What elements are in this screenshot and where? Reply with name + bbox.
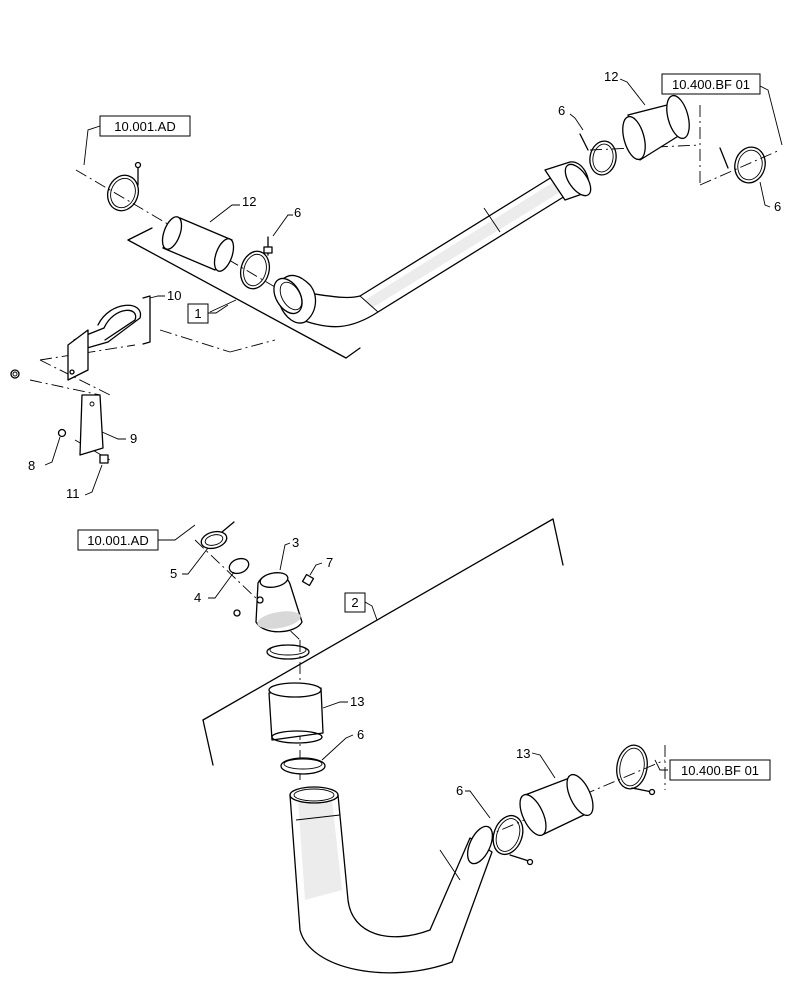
- callout-6-top-left: 6: [294, 205, 301, 220]
- clamp-upper-far-left: [106, 161, 142, 212]
- screw-7: [301, 573, 315, 587]
- gasket-4: [228, 557, 250, 575]
- group-2-label: 2: [351, 595, 358, 610]
- ref-top-left-text: 10.001.AD: [114, 119, 175, 134]
- sleeve-12-upper-right: [622, 94, 690, 161]
- callout-12-top-right: 12: [604, 69, 618, 84]
- nut-left-lower: [233, 609, 241, 617]
- callout-13-bottom-right: 13: [516, 746, 530, 761]
- bolt-11: [99, 454, 109, 464]
- ref-box-bottom-right: 10.400.BF 01: [669, 759, 771, 781]
- sleeve-13-mid: [268, 682, 324, 744]
- ref-box-mid-left: 10.001.AD: [77, 529, 159, 551]
- callout-8: 8: [28, 458, 35, 473]
- callout-7: 7: [326, 555, 333, 570]
- callout-6-mid: 6: [357, 727, 364, 742]
- group-1-label: 1: [194, 306, 201, 321]
- lower-exhaust-pipe: [289, 786, 494, 974]
- leader-lines: [44, 78, 783, 819]
- clamp-6-upper-left: [239, 236, 273, 290]
- sleeve-13-bottom-right: [519, 773, 594, 837]
- callout-9: 9: [130, 431, 137, 446]
- upper-exhaust-pipe: [273, 161, 592, 328]
- callout-12-top-left: 12: [242, 194, 256, 209]
- callout-10: 10: [167, 288, 181, 303]
- clamp-6-mid: [280, 757, 326, 775]
- ref-top-right-text: 10.400.BF 01: [672, 77, 750, 92]
- clamp-bottom-far-right: [616, 744, 656, 796]
- saddle: [67, 329, 89, 381]
- washer-8: [57, 428, 67, 438]
- callout-3: 3: [292, 535, 299, 550]
- group-box-1: 1: [187, 303, 209, 324]
- ref-box-top-left: 10.001.AD: [99, 115, 191, 137]
- elbow-3: [255, 572, 303, 633]
- callout-10-bracket: [142, 295, 151, 345]
- callout-6-top-right-upper: 6: [558, 103, 565, 118]
- clamp-upper-far-right: [719, 146, 766, 184]
- clamp-5: [200, 521, 235, 550]
- group-box-2: 2: [344, 592, 366, 613]
- ref-mid-left-text: 10.001.AD: [87, 533, 148, 548]
- callout-11: 11: [66, 486, 80, 501]
- group-1-bracket: [127, 227, 361, 359]
- callout-4: 4: [194, 590, 201, 605]
- clamp-under-elbow: [266, 644, 310, 660]
- clamp-6-upper-right: [579, 133, 617, 176]
- group-2-bracket: [202, 518, 564, 766]
- nut-left: [10, 369, 20, 379]
- bracket-9: [79, 394, 104, 456]
- ref-bottom-right-text: 10.400.BF 01: [681, 763, 759, 778]
- clamp-6-bottom-right: [492, 814, 534, 866]
- callout-6-far-right: 6: [774, 199, 781, 214]
- callout-6-bottom-right: 6: [456, 783, 463, 798]
- sleeve-12-upper-left: [161, 216, 235, 272]
- callout-5: 5: [170, 566, 177, 581]
- ref-box-top-right: 10.400.BF 01: [661, 73, 761, 95]
- callout-13-mid: 13: [350, 694, 364, 709]
